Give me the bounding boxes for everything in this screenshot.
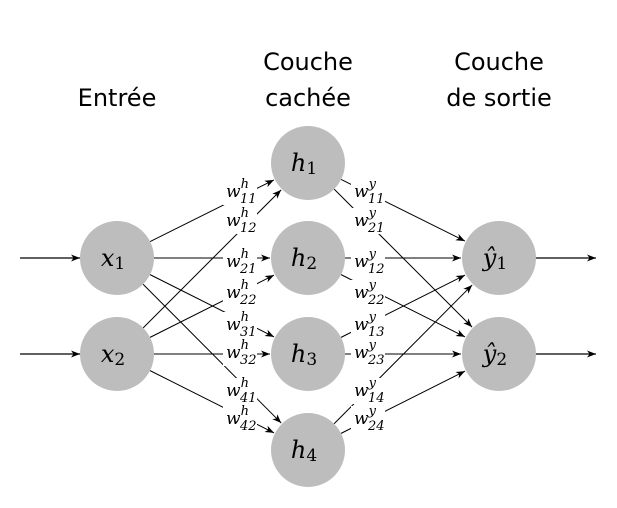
input-node-x2-label: x2 bbox=[101, 340, 125, 370]
input-node-x1-circle bbox=[80, 221, 154, 295]
edge-x2-h1 bbox=[142, 189, 282, 329]
output-node-y2-label: ŷ2 bbox=[482, 340, 507, 370]
output-node-y2-circle bbox=[462, 317, 536, 391]
hidden-node-h1-label: h1 bbox=[291, 149, 317, 179]
hidden-node-h3-label: h3 bbox=[291, 340, 317, 370]
input-node-x2: x2 bbox=[80, 317, 154, 391]
hidden-node-h3-circle bbox=[271, 317, 345, 391]
hidden-node-h4-label: h4 bbox=[291, 436, 317, 466]
hidden-node-h3: h3 bbox=[271, 317, 345, 391]
input-node-x2-circle bbox=[80, 317, 154, 391]
neurons: x1 x2 h1 h2 h3 h4 ŷ1 ŷ2 bbox=[80, 126, 536, 487]
output-node-y1-circle bbox=[462, 221, 536, 295]
hidden-node-h1: h1 bbox=[271, 126, 345, 200]
hidden-layer-title-line1: Couche bbox=[263, 48, 353, 76]
output-node-y2: ŷ2 bbox=[462, 317, 536, 391]
hidden-node-h4-circle bbox=[271, 413, 345, 487]
hidden-layer-title-line2: cachée bbox=[265, 84, 351, 112]
output-layer-title-line1: Couche bbox=[454, 48, 544, 76]
input-layer-title: Entrée bbox=[78, 84, 157, 112]
edge-x1-h4 bbox=[142, 283, 282, 424]
hidden-node-h2-label: h2 bbox=[291, 244, 317, 274]
input-node-x1-label: x1 bbox=[101, 244, 125, 274]
output-node-y1-label: ŷ1 bbox=[482, 244, 507, 274]
connections bbox=[20, 179, 596, 434]
hidden-node-h1-circle bbox=[271, 126, 345, 200]
output-layer-title-line2: de sortie bbox=[446, 84, 552, 112]
hidden-node-h4: h4 bbox=[271, 413, 345, 487]
input-node-x1: x1 bbox=[80, 221, 154, 295]
output-node-y1: ŷ1 bbox=[462, 221, 536, 295]
hidden-node-h2-circle bbox=[271, 221, 345, 295]
hidden-node-h2: h2 bbox=[271, 221, 345, 295]
